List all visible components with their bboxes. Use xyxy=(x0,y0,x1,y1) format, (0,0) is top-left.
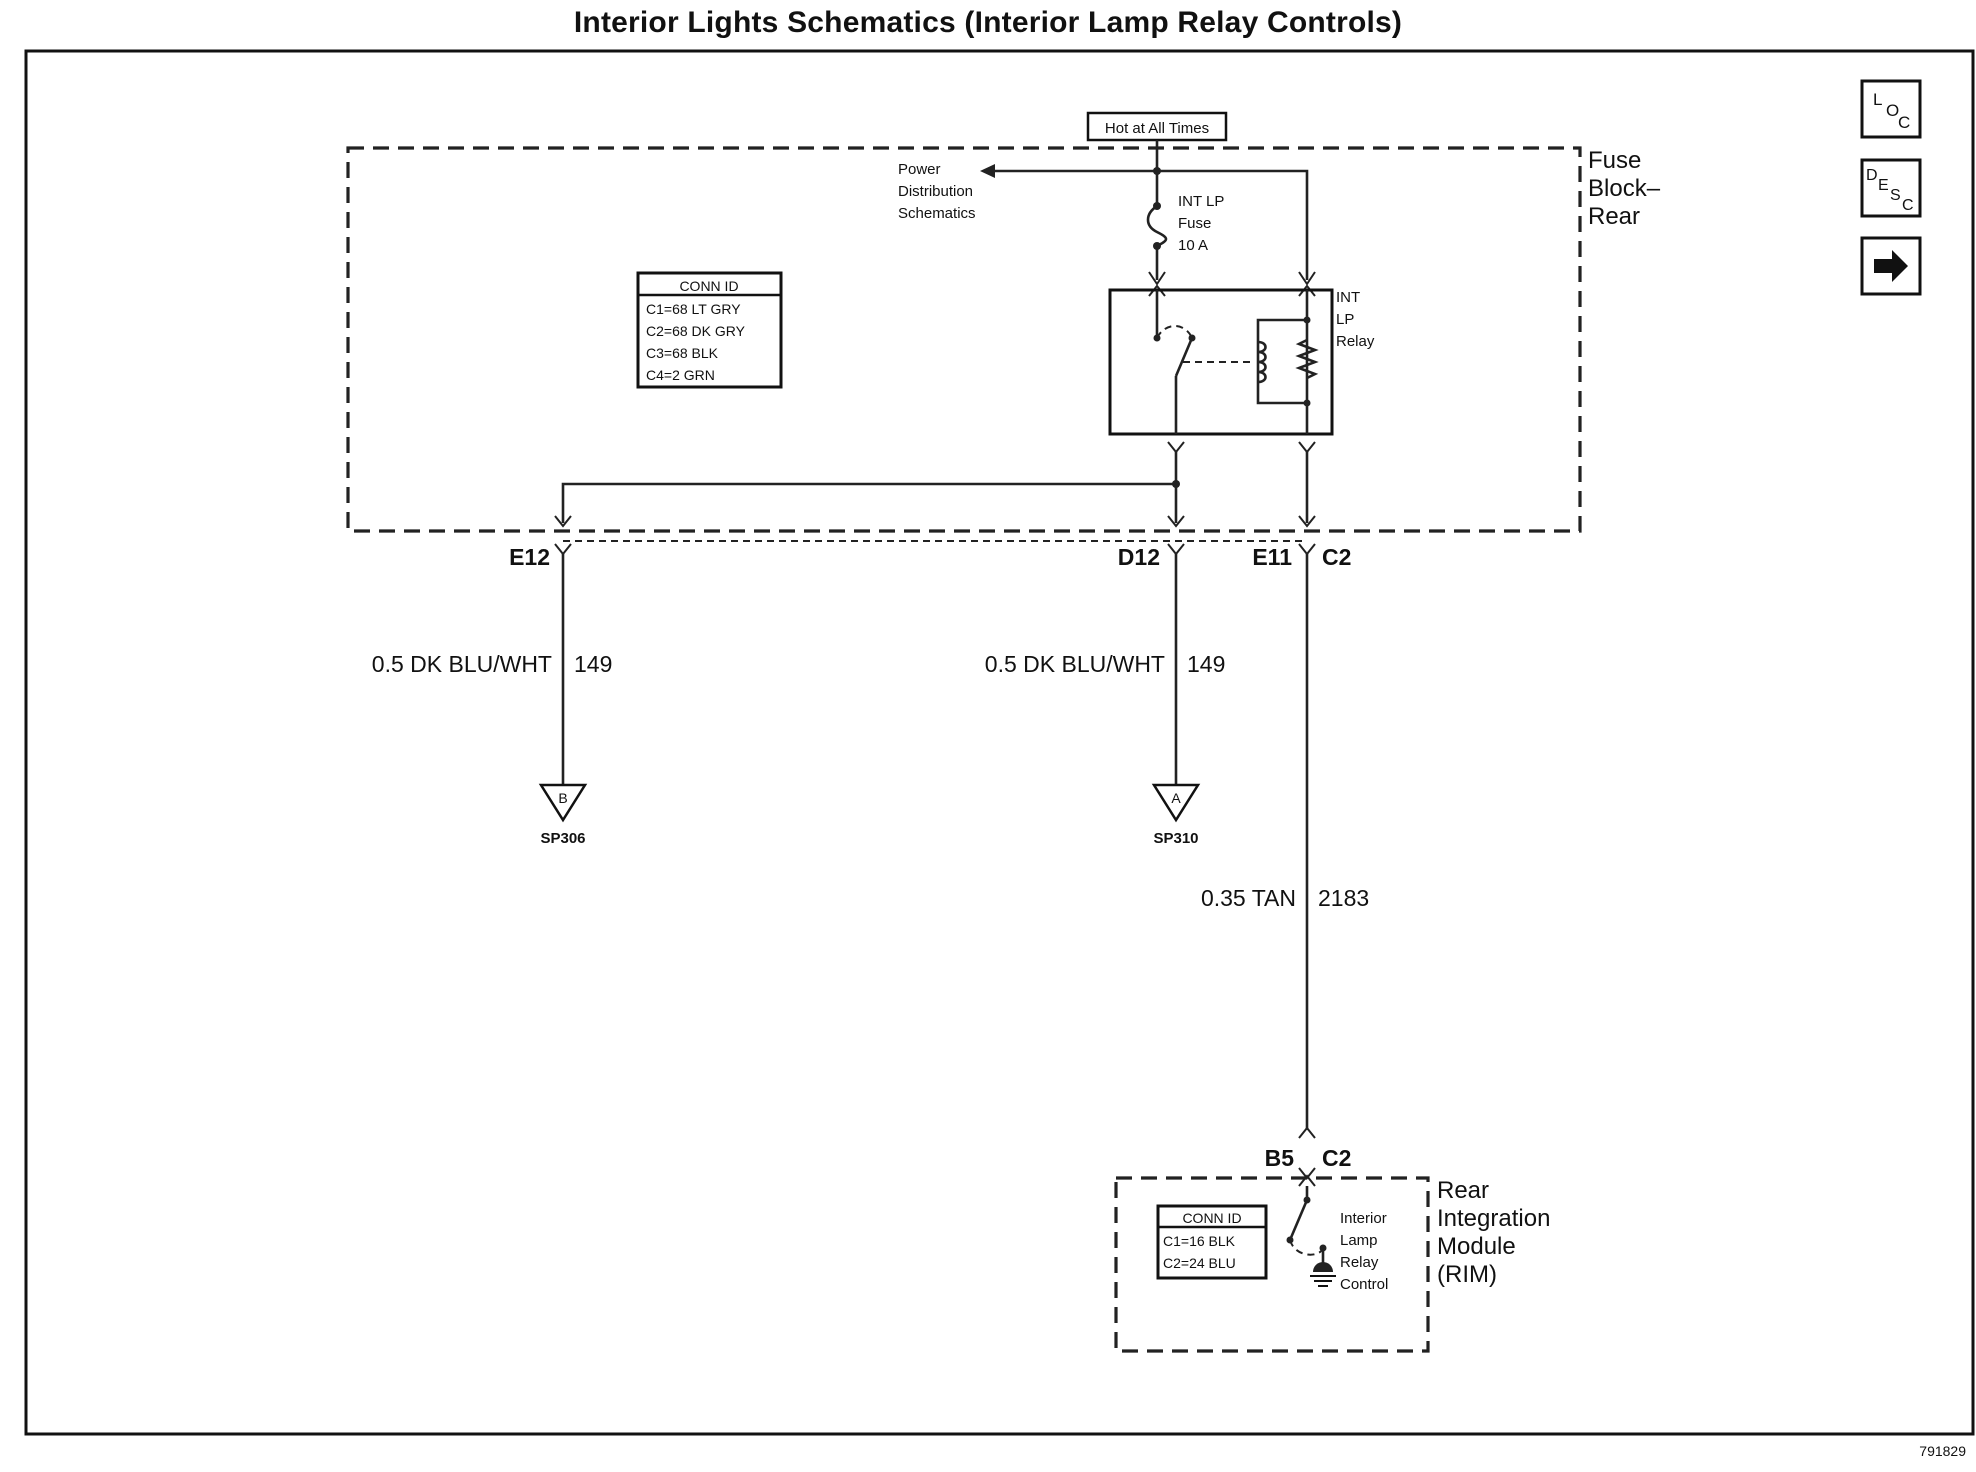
svg-text:A: A xyxy=(1171,790,1181,806)
desc-icon[interactable]: D E S C xyxy=(1860,158,1922,218)
svg-text:L: L xyxy=(1873,90,1882,109)
svg-text:CONN ID: CONN ID xyxy=(679,278,738,294)
svg-text:C: C xyxy=(1902,197,1914,214)
svg-text:Rear: Rear xyxy=(1588,203,1640,230)
terminal-e11: E11 xyxy=(1252,544,1292,570)
int-lp-relay-label: INT LP Relay xyxy=(1336,289,1375,350)
svg-text:Fuse: Fuse xyxy=(1178,215,1211,232)
svg-text:LP: LP xyxy=(1336,311,1354,328)
svg-text:Schematics: Schematics xyxy=(898,205,976,222)
svg-text:B: B xyxy=(558,790,567,806)
wire-149-middle: 0.5 DK BLU/WHT 149 xyxy=(985,554,1225,784)
loc-icon[interactable]: L O C xyxy=(1860,79,1922,139)
svg-text:E: E xyxy=(1878,177,1889,194)
internal-wiring xyxy=(554,452,1316,528)
rim-label: Rear Integration Module (RIM) xyxy=(1437,1177,1550,1288)
svg-text:CONN ID: CONN ID xyxy=(1182,1210,1241,1226)
svg-text:0.5 DK BLU/WHT: 0.5 DK BLU/WHT xyxy=(372,651,552,677)
svg-text:(RIM): (RIM) xyxy=(1437,1261,1497,1288)
interior-lamp-relay-control-label: Interior Lamp Relay Control xyxy=(1340,1210,1388,1293)
fuse-block-outline xyxy=(346,146,1582,533)
svg-text:149: 149 xyxy=(1187,651,1225,677)
svg-text:INT LP: INT LP xyxy=(1178,193,1224,210)
svg-text:Fuse: Fuse xyxy=(1588,147,1641,174)
svg-text:Lamp: Lamp xyxy=(1340,1232,1378,1249)
svg-text:Interior: Interior xyxy=(1340,1210,1387,1227)
svg-text:S: S xyxy=(1890,187,1901,204)
svg-text:C3=68 BLK: C3=68 BLK xyxy=(646,345,719,361)
svg-text:O: O xyxy=(1886,101,1899,120)
svg-text:SP306: SP306 xyxy=(540,830,585,847)
interior-lamp-relay-control-switch xyxy=(1286,1186,1336,1287)
hot-at-all-times-label: Hot at All Times xyxy=(1086,111,1228,142)
terminal-b5: B5 xyxy=(1265,1145,1295,1171)
wire-2183: 0.35 TAN 2183 xyxy=(1201,554,1369,1130)
rim-outline xyxy=(1114,1176,1430,1353)
outer-border xyxy=(24,49,1975,1436)
svg-text:Block–: Block– xyxy=(1588,175,1661,202)
int-lp-fuse-label: INT LP Fuse 10 A xyxy=(1178,193,1224,254)
svg-text:Relay: Relay xyxy=(1336,333,1375,350)
svg-text:Control: Control xyxy=(1340,1276,1388,1293)
svg-text:INT: INT xyxy=(1336,289,1360,306)
power-distribution-wire xyxy=(980,140,1309,280)
svg-text:Distribution: Distribution xyxy=(898,183,973,200)
svg-text:2183: 2183 xyxy=(1318,885,1369,911)
svg-text:149: 149 xyxy=(574,651,612,677)
svg-text:C4=2 GRN: C4=2 GRN xyxy=(646,367,715,383)
svg-text:Power: Power xyxy=(898,161,941,178)
svg-text:SP310: SP310 xyxy=(1153,830,1198,847)
int-lp-relay xyxy=(1108,288,1334,436)
svg-text:0.35 TAN: 0.35 TAN xyxy=(1201,885,1296,911)
int-lp-fuse xyxy=(1146,171,1168,280)
splice-sp310: A SP310 xyxy=(1151,783,1201,847)
svg-text:C1=68 LT GRY: C1=68 LT GRY xyxy=(646,301,741,317)
svg-text:Integration: Integration xyxy=(1437,1205,1550,1232)
terminal-c2-top: C2 xyxy=(1322,544,1351,570)
svg-text:0.5 DK BLU/WHT: 0.5 DK BLU/WHT xyxy=(985,651,1165,677)
power-distribution-label: Power Distribution Schematics xyxy=(898,161,976,222)
wire-149-left: 0.5 DK BLU/WHT 149 xyxy=(372,554,612,784)
svg-text:Relay: Relay xyxy=(1340,1254,1379,1271)
svg-text:10 A: 10 A xyxy=(1178,237,1208,254)
page-title: Interior Lights Schematics (Interior Lam… xyxy=(573,6,1403,39)
rim-conn-id: CONN ID C1=16 BLK C2=24 BLU xyxy=(1156,1204,1268,1280)
svg-text:C2=68 DK GRY: C2=68 DK GRY xyxy=(646,323,746,339)
svg-text:Module: Module xyxy=(1437,1233,1516,1260)
svg-text:D: D xyxy=(1866,167,1878,184)
terminal-d12: D12 xyxy=(1118,544,1160,570)
splice-sp306: B SP306 xyxy=(538,783,588,847)
svg-text:C: C xyxy=(1898,113,1910,132)
figure-number: 791829 xyxy=(1919,1443,1966,1459)
svg-text:C1=16 BLK: C1=16 BLK xyxy=(1163,1233,1236,1249)
fuse-block-label: Fuse Block– Rear xyxy=(1588,147,1661,230)
next-arrow-icon[interactable] xyxy=(1860,236,1922,296)
fuse-block-conn-id: CONN ID C1=68 LT GRY C2=68 DK GRY C3=68 … xyxy=(636,271,783,389)
terminal-c2-bottom: C2 xyxy=(1322,1145,1351,1171)
svg-text:Hot at All Times: Hot at All Times xyxy=(1105,120,1209,137)
svg-text:C2=24 BLU: C2=24 BLU xyxy=(1163,1255,1236,1271)
svg-text:Rear: Rear xyxy=(1437,1177,1489,1204)
terminal-e12: E12 xyxy=(509,544,550,570)
